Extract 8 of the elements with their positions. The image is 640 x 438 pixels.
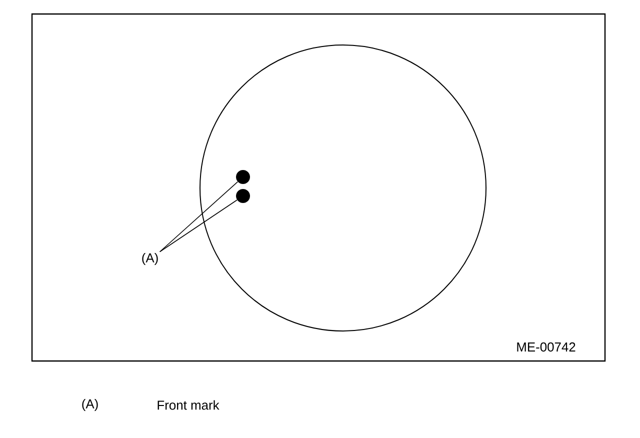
leader-line [159,181,238,252]
front-mark-dot [236,170,250,184]
drawing-code: ME-00742 [517,342,576,352]
front-mark-dot [236,189,250,203]
callout-label: (A) [142,252,158,266]
leader-line [159,200,238,252]
legend-text: Front mark [158,400,220,410]
callout-label: (A) [82,398,98,412]
